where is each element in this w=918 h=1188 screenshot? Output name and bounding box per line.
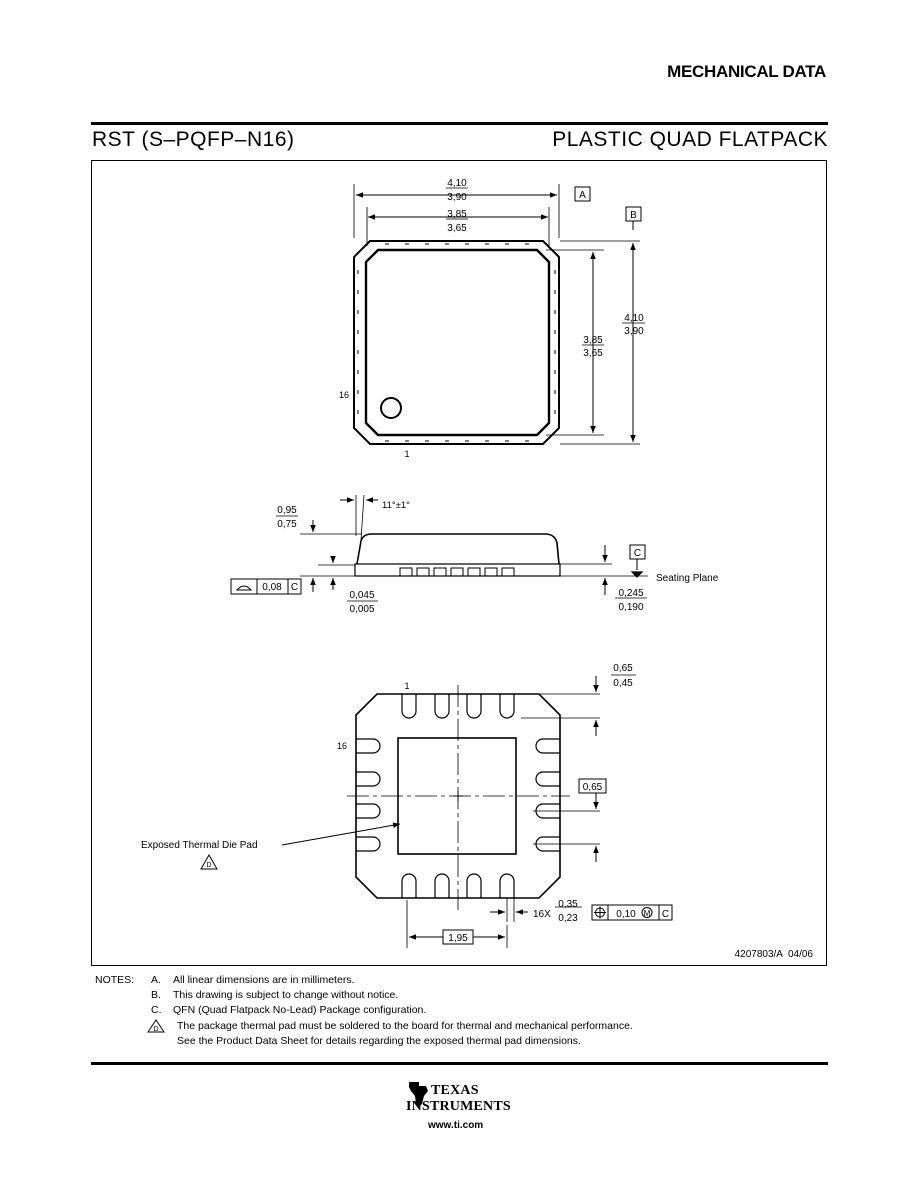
top-height-inner-max: 3,85 [583, 335, 603, 346]
pitch-box [578, 778, 607, 794]
standoff-min: 0,005 [349, 604, 374, 615]
top-view [353, 184, 645, 445]
side-height-max: 0,95 [277, 505, 297, 516]
bottom-rule [91, 1062, 828, 1065]
pad-size-box [442, 929, 474, 945]
pad-length-max: 0,65 [613, 663, 633, 674]
note-letter: B. [151, 989, 161, 1002]
package-name: RST (S–PQFP–N16) [92, 128, 295, 151]
drawing-frame [91, 160, 827, 966]
top-view-outer-body [353, 240, 560, 445]
datum-b-label: B [630, 210, 637, 221]
package-type: PLASTIC QUAD FLATPACK [552, 128, 828, 151]
drawing-id: 4207803/A 04/06 [735, 949, 814, 960]
flatness-datum: C [291, 582, 298, 593]
top-width-outer-min: 3,90 [447, 192, 467, 203]
footer-url[interactable]: www.ti.com [428, 1120, 484, 1131]
bottom-pads [356, 694, 560, 898]
notes-label: NOTES: [95, 974, 135, 986]
top-pin1-label: 1 [404, 449, 409, 459]
pad-length-min: 0,45 [613, 678, 633, 689]
lead-width-max: 0,35 [558, 899, 578, 910]
thermal-pad-label: Exposed Thermal Die Pad [141, 840, 258, 851]
position-modifier: M [644, 909, 651, 918]
pitch-label: 0,65 [583, 782, 603, 793]
note-text: The package thermal pad must be soldered… [177, 1019, 633, 1032]
note-letter: D [153, 1026, 158, 1033]
side-leadframe [354, 563, 561, 577]
note-letter: A. [151, 974, 161, 986]
datum-a-label: A [579, 190, 586, 201]
brand-line1: TEXAS [431, 1083, 479, 1098]
note-text: See the Product Data Sheet for details r… [177, 1034, 581, 1047]
lead-width-min: 0,23 [558, 913, 578, 924]
position-datum: C [662, 909, 669, 920]
flatness-frame [230, 578, 302, 595]
top-height-outer-min: 3,90 [624, 326, 644, 337]
texas-instruments-logo-icon [409, 1082, 428, 1108]
note-text: This drawing is subject to change withou… [173, 989, 399, 1002]
note-text: QFN (Quad Flatpack No-Lead) Package conf… [173, 1004, 427, 1017]
bottom-pin1-label: 1 [404, 681, 409, 691]
note-d-ref: D [206, 862, 211, 869]
datum-a-box [574, 186, 591, 202]
side-view [230, 494, 648, 602]
bottom-pin16-label: 16 [337, 741, 347, 751]
side-height-min: 0,75 [277, 519, 297, 530]
side-body [356, 533, 560, 565]
datum-c-label: C [634, 548, 641, 559]
lead-thickness-max: 0,245 [618, 588, 643, 599]
brand-line2: INSTRUMENTS [406, 1099, 511, 1114]
top-width-inner-min: 3,65 [447, 223, 467, 234]
top-width-outer-max: 4,10 [447, 178, 467, 189]
lead-thickness-min: 0,190 [618, 602, 643, 613]
standoff-max: 0,045 [349, 590, 374, 601]
top-height-outer-max: 4,10 [624, 313, 644, 324]
side-leads [399, 567, 515, 577]
note-text: All linear dimensions are in millimeters… [173, 974, 355, 986]
top-height-inner-min: 3,65 [583, 348, 603, 359]
note-letter: C. [151, 1004, 162, 1017]
pad-size-label: 1,95 [448, 933, 468, 944]
header-title: MECHANICAL DATA [667, 62, 826, 81]
position-tolerance: 0,10 [616, 909, 636, 920]
side-angle: 11°±1° [382, 500, 410, 511]
bottom-outline [355, 693, 561, 899]
flatness-tolerance: 0,08 [262, 582, 282, 593]
top-pin16-label: 16 [339, 390, 349, 400]
top-width-inner-max: 3,85 [447, 209, 467, 220]
seating-plane-label: Seating Plane [656, 573, 719, 584]
top-rule [91, 122, 828, 125]
top-view-inner-body [364, 248, 551, 437]
position-tolerance-frame [591, 904, 673, 921]
note-d-triangle [200, 853, 218, 870]
note-d-icon: D [147, 1018, 165, 1033]
lead-width-prefix: 16X [533, 909, 551, 920]
bottom-view [200, 674, 673, 948]
pin1-marker [380, 397, 402, 419]
